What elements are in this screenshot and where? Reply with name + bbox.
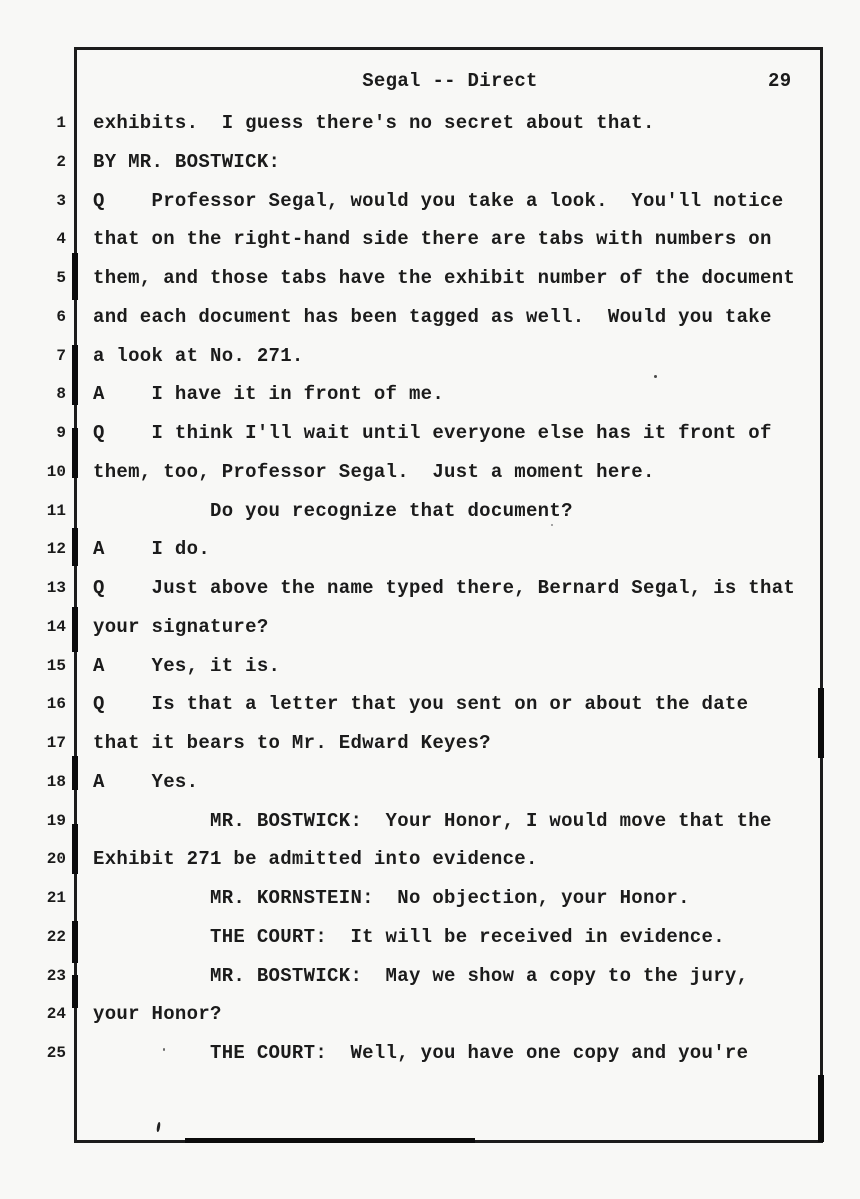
line-number: 8 — [56, 385, 66, 404]
transcript-line: Exhibit 271 be admitted into evidence. — [93, 848, 538, 871]
scan-artifact-border — [72, 921, 78, 963]
transcript-line: Do you recognize that document? — [93, 499, 573, 522]
transcript-line: MR. BOSTWICK: Your Honor, I would move t… — [93, 809, 772, 832]
line-number: 14 — [46, 617, 66, 636]
scan-artifact-border — [818, 688, 824, 758]
transcript-line: and each document has been tagged as wel… — [93, 305, 772, 328]
scan-artifact-border — [72, 756, 78, 790]
transcript-line: that it bears to Mr. Edward Keyes? — [93, 732, 491, 754]
line-number: 22 — [46, 927, 66, 946]
scan-artifact-border — [72, 253, 78, 300]
scan-artifact-border — [72, 607, 78, 652]
line-number: 25 — [46, 1044, 66, 1062]
transcript-line: A I have it in front of me. — [93, 383, 445, 406]
transcript-line: Q I think I'll wait until everyone else … — [93, 422, 772, 444]
line-number: 6 — [56, 307, 66, 326]
line-number: 3 — [56, 191, 66, 210]
transcript-line: THE COURT: Well, you have one copy and y… — [93, 1042, 749, 1064]
line-number: 15 — [46, 656, 66, 675]
scan-artifact-border — [72, 428, 78, 478]
line-number: 7 — [56, 346, 66, 365]
line-number: 19 — [46, 811, 66, 830]
transcript-line: Q Is that a letter that you sent on or a… — [93, 693, 749, 716]
scan-artifact-border — [72, 824, 78, 874]
transcript-line: MR. KORNSTEIN: No objection, your Honor. — [93, 887, 690, 909]
transcript-line: them, and those tabs have the exhibit nu… — [93, 267, 796, 289]
scan-speck — [163, 1048, 165, 1051]
scan-artifact-border — [818, 1075, 824, 1142]
line-number: 16 — [46, 695, 66, 714]
line-number: 4 — [56, 230, 66, 249]
line-number: 17 — [46, 734, 66, 752]
line-number: 11 — [46, 501, 66, 520]
line-number: 13 — [46, 579, 66, 597]
line-number: 2 — [56, 152, 66, 171]
transcript-line: THE COURT: It will be received in eviden… — [93, 925, 725, 948]
line-number: 5 — [56, 269, 66, 287]
line-number: 10 — [46, 462, 66, 481]
transcript-line: BY MR. BOSTWICK: — [93, 150, 281, 173]
line-number: 21 — [46, 889, 66, 907]
scan-speck — [551, 524, 553, 526]
line-number: 20 — [46, 850, 66, 869]
line-number: 9 — [56, 424, 66, 442]
transcript-line: that on the right-hand side there are ta… — [93, 228, 772, 251]
line-number: 23 — [46, 966, 66, 985]
transcript-line: exhibits. I guess there's no secret abou… — [93, 112, 655, 134]
line-number: 12 — [46, 540, 66, 559]
transcript-line: MR. BOSTWICK: May we show a copy to the … — [93, 964, 749, 987]
transcript-line: Q Professor Segal, would you take a look… — [93, 189, 784, 212]
transcript-line: Q Just above the name typed there, Berna… — [93, 577, 796, 599]
transcript-line: a look at No. 271. — [93, 344, 304, 367]
transcript-line: A Yes, it is. — [93, 654, 281, 677]
line-number-column: 1 2 3 4 5 6 7 8 9 10 11 12 13 14 15 16 1… — [0, 104, 66, 1073]
scan-artifact-border — [185, 1138, 475, 1143]
page-number: 29 — [768, 70, 792, 92]
line-number: 18 — [46, 772, 66, 791]
scan-artifact-border — [72, 975, 78, 1008]
transcript-line: A Yes. — [93, 770, 199, 793]
scan-artifact-border — [72, 345, 78, 405]
transcript-text: exhibits. I guess there's no secret abou… — [93, 104, 823, 1073]
page-title: Segal -- Direct — [362, 70, 538, 92]
scan-artifact-border — [72, 528, 78, 566]
line-number: 1 — [56, 114, 66, 132]
transcript-line: your Honor? — [93, 1003, 222, 1026]
line-number: 24 — [46, 1005, 66, 1024]
scan-speck — [654, 375, 657, 378]
transcript-line: them, too, Professor Segal. Just a momen… — [93, 460, 655, 483]
transcript-line: A I do. — [93, 538, 211, 561]
transcript-line: your signature? — [93, 615, 269, 638]
